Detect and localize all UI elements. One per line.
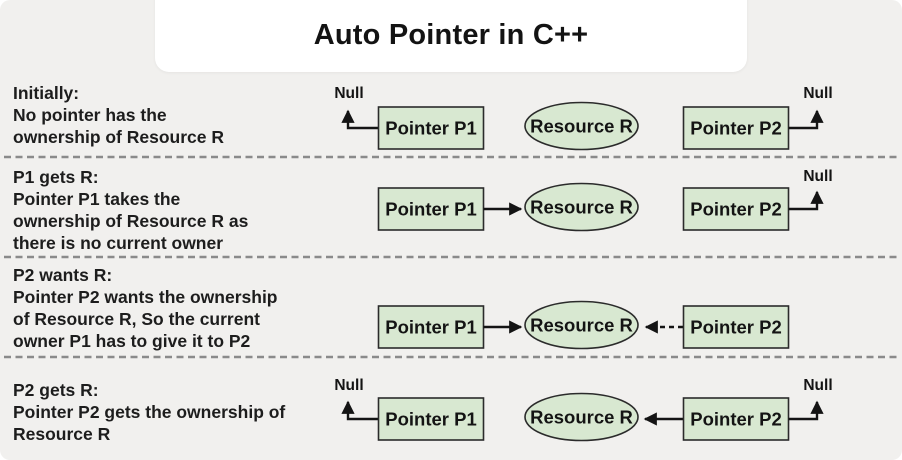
title-card: Auto Pointer in C++	[155, 0, 747, 72]
resource-label: Resource R	[530, 197, 633, 218]
caption-initially: Initially: No pointer has the ownership …	[13, 82, 353, 148]
resource-node	[524, 101, 639, 151]
p1-null-label: Null	[334, 377, 363, 394]
pointer-p2-label: Pointer P2	[690, 118, 782, 139]
pointer-p1-label: Pointer P1	[385, 409, 477, 430]
caption-line: Pointer P2 wants the ownership	[13, 287, 278, 307]
pointer-p2-label: Pointer P2	[690, 409, 782, 430]
caption-heading: P2 gets R:	[13, 380, 99, 400]
caption-line: there is no current owner	[13, 233, 224, 253]
caption-line: No pointer has the	[13, 105, 167, 125]
caption-line: owner P1 has to give it to P2	[13, 331, 251, 351]
pointer-p1-node	[377, 187, 485, 231]
caption-line: of Resource R, So the current	[13, 309, 260, 329]
p1-null-label: Null	[334, 85, 363, 102]
caption-line: Pointer P1 takes the	[13, 189, 181, 209]
p2-null-arrow	[788, 400, 824, 421]
pointer-p1-label: Pointer P1	[385, 317, 477, 338]
pointer-p1-label: Pointer P1	[385, 199, 477, 220]
caption-heading: P1 gets R:	[13, 167, 99, 187]
caption-line: Resource R	[13, 424, 111, 444]
p2-null-arrow	[788, 109, 824, 130]
pointer-p1-node	[377, 305, 485, 349]
resource-node	[524, 392, 639, 442]
pointer-p1-label: Pointer P1	[385, 118, 477, 139]
caption-line: ownership of Resource R	[13, 127, 225, 147]
row-p1-gets-r: Pointer P1 Resource R Pointer P2 Null	[377, 168, 833, 232]
p2-null-arrow	[788, 190, 824, 211]
caption-heading: P2 wants R:	[13, 265, 113, 285]
p1-null-arrow	[341, 400, 378, 421]
resource-node	[524, 182, 639, 232]
pointer-p1-node	[377, 106, 485, 150]
pointer-p1-node	[377, 397, 485, 441]
p2-null-label: Null	[803, 168, 832, 185]
caption-p1-gets-r: P1 gets R: Pointer P1 takes the ownershi…	[13, 166, 353, 254]
resource-label: Resource R	[530, 315, 633, 336]
pointer-p2-label: Pointer P2	[690, 199, 782, 220]
caption-p2-gets-r: P2 gets R: Pointer P2 gets the ownership…	[13, 379, 353, 445]
row-p2-wants-r: Pointer P1 Resource R Pointer P2	[377, 300, 790, 350]
pointer-p2-node	[682, 397, 790, 441]
page-title: Auto Pointer in C++	[313, 18, 589, 51]
pointer-p2-node	[682, 106, 790, 150]
caption-line: ownership of Resource R as	[13, 211, 249, 231]
pointer-p2-node	[682, 305, 790, 349]
p2-null-label: Null	[803, 377, 832, 394]
caption-line: Pointer P2 gets the ownership of	[13, 402, 286, 422]
resource-label: Resource R	[530, 116, 633, 137]
pointer-p2-node	[682, 187, 790, 231]
p1-null-arrow	[341, 109, 378, 130]
pointer-p2-label: Pointer P2	[690, 317, 782, 338]
resource-label: Resource R	[530, 407, 633, 428]
p2-null-label: Null	[803, 85, 832, 102]
caption-p2-wants-r: P2 wants R: Pointer P2 wants the ownersh…	[13, 264, 353, 352]
row-initially: Null Pointer P1 Resource R Pointer P2 Nu…	[334, 85, 833, 151]
caption-heading: Initially:	[13, 83, 80, 103]
resource-node	[524, 300, 639, 350]
row-p2-gets-r: Null Pointer P1 Resource R Pointer P2 Nu…	[334, 377, 833, 442]
